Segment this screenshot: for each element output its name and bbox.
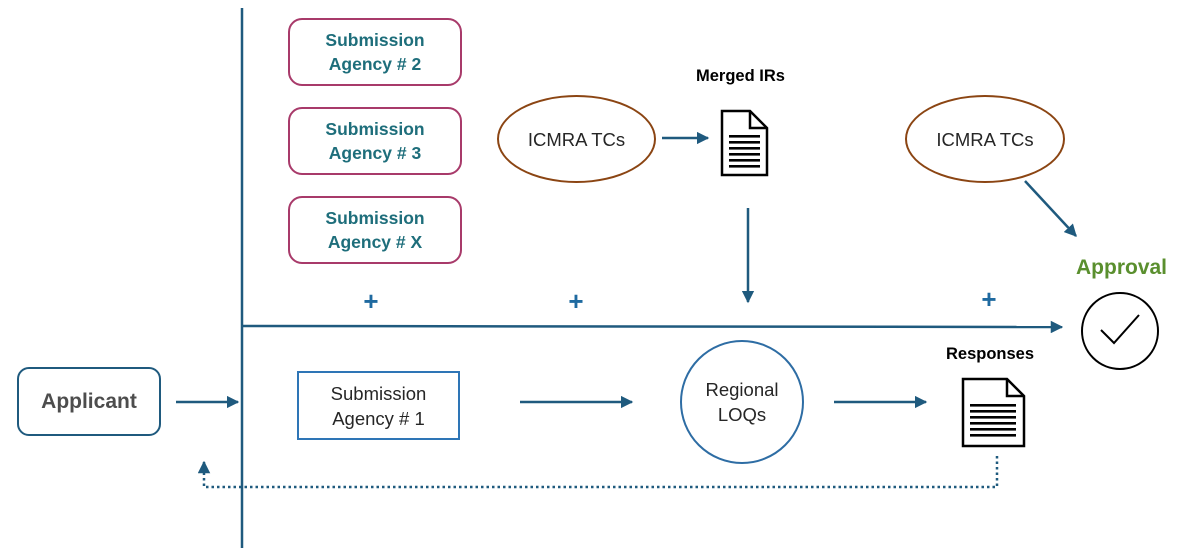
approval-label: Approval: [1076, 256, 1168, 279]
regional-loqs-circle: Regional LOQs: [680, 340, 804, 464]
arrow-icmra-to-approval: [1024, 180, 1077, 237]
dotted-feedback-arrow: [197, 456, 999, 489]
document-icon: [961, 377, 1026, 448]
submission-agency-2-label: Submission Agency # 2: [325, 30, 425, 74]
submission-agency-3-box: Submission Agency # 3: [288, 107, 462, 175]
plus-sign: +: [981, 284, 997, 314]
submission-agency-1-box: Submission Agency # 1: [297, 371, 460, 440]
submission-agency-2-box: Submission Agency # 2: [288, 18, 462, 86]
responses-label: Responses: [946, 345, 1035, 363]
plus-sign: +: [363, 286, 379, 316]
icmra-tcs-left-ellipse: ICMRA TCs: [497, 95, 656, 183]
merged-irs-label: Merged IRs: [696, 67, 785, 85]
submission-agency-3-label: Submission Agency # 3: [325, 119, 425, 163]
submission-agency-x-box: Submission Agency # X: [288, 196, 462, 264]
icmra-tcs-right-ellipse: ICMRA TCs: [905, 95, 1065, 183]
applicant-label: Applicant: [41, 389, 137, 413]
icmra-tcs-right-label: ICMRA TCs: [936, 128, 1034, 150]
icmra-tcs-left-label: ICMRA TCs: [527, 128, 626, 150]
plus-sign: +: [568, 286, 584, 316]
applicant-box: Applicant: [17, 367, 161, 436]
submission-agency-x-label: Submission Agency # X: [325, 208, 425, 252]
submission-agency-1-label: Submission Agency # 1: [330, 382, 427, 429]
document-icon: [720, 109, 769, 177]
regional-loqs-label: Regional LOQs: [705, 379, 779, 425]
checkmark-circle-icon: [1081, 292, 1159, 370]
horizontal-timeline-arrow: [241, 320, 1064, 334]
